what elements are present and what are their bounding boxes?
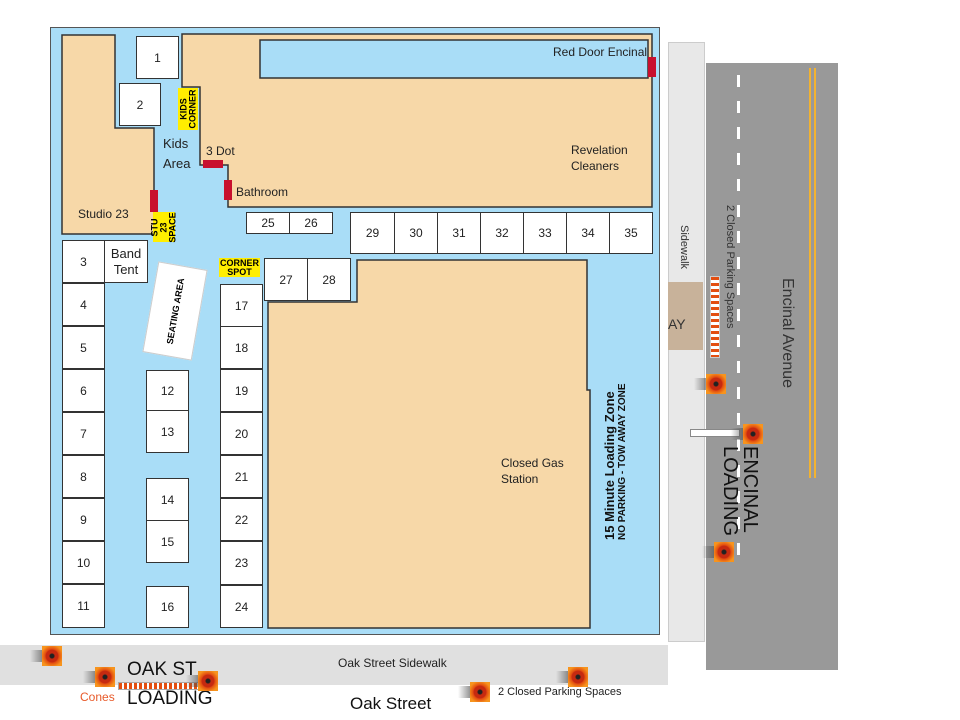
oak-sidewalk-label: Oak Street Sidewalk: [338, 656, 447, 670]
traffic-cone-icon: [30, 646, 62, 666]
vendor-space-17: 17: [220, 284, 263, 327]
vendor-space-6: 6: [62, 369, 105, 412]
door-marker: [648, 57, 656, 77]
vendor-space-11: 11: [62, 584, 105, 628]
kids-area-label: Kids Area: [163, 136, 191, 171]
door-marker: [150, 190, 158, 212]
vendor-space-29: 29: [350, 212, 395, 254]
vendor-space-9: 9: [62, 498, 105, 541]
stu23-space-label: STU 23 SPACE: [149, 211, 178, 243]
cones-label: Cones: [80, 690, 115, 704]
traffic-cone-icon: [458, 682, 490, 702]
bathroom-label: Bathroom: [236, 185, 289, 199]
encinal-avenue: [706, 63, 838, 670]
traffic-cone-icon: [83, 667, 115, 687]
vendor-space-3: 3: [62, 240, 105, 283]
traffic-cone-icon: [186, 671, 218, 691]
vendor-space-1: 1: [136, 36, 179, 79]
corner-spot-label: CORNER SPOT: [219, 257, 260, 277]
loading-zone-title: 15 Minute Loading Zone: [602, 391, 617, 540]
oak-closed-spaces-label: 2 Closed Parking Spaces: [498, 686, 622, 698]
vendor-space-22: 22: [220, 498, 263, 541]
door-marker: [203, 160, 223, 168]
kids-corner-label: KIDS CORNER: [178, 88, 198, 130]
red-door-encinal-area: [259, 39, 649, 79]
lane-divider: [737, 75, 740, 555]
revelation-cleaners-label: Revelation Cleaners: [571, 143, 628, 173]
vendor-space-8: 8: [62, 455, 105, 498]
vendor-space-27: 27: [264, 258, 308, 301]
loading-zone-subtitle: NO PARKING - TOW AWAY ZONE: [617, 383, 628, 541]
vendor-space-15: 15: [146, 520, 189, 563]
barrier: [710, 276, 720, 358]
traffic-cone-icon: [694, 374, 726, 394]
vendor-space-24: 24: [220, 585, 263, 628]
vendor-space-19: 19: [220, 369, 263, 412]
vendor-space-5: 5: [62, 326, 105, 369]
vendor-space-28: 28: [307, 258, 351, 301]
vendor-space-2: 2: [119, 83, 161, 126]
vendor-space-31: 31: [437, 212, 481, 254]
double-yellow-line: [809, 68, 816, 478]
vendor-space-34: 34: [566, 212, 610, 254]
vendor-space-20: 20: [220, 412, 263, 455]
vendor-space-16: 16: [146, 586, 189, 628]
traffic-cone-icon: [702, 542, 734, 562]
band-tent: Band Tent: [104, 240, 148, 283]
driveway: AY: [668, 282, 703, 350]
driveway-label: AY: [668, 316, 686, 332]
vendor-space-13: 13: [146, 410, 189, 453]
vendor-space-32: 32: [480, 212, 524, 254]
door-marker: [224, 180, 232, 200]
vendor-space-18: 18: [220, 326, 263, 369]
gas-station-label: Closed Gas Station: [501, 456, 564, 486]
traffic-cone-icon: [731, 424, 763, 444]
vendor-space-30: 30: [394, 212, 438, 254]
traffic-cone-icon: [556, 667, 588, 687]
vendor-space-4: 4: [62, 283, 105, 326]
studio-23-label: Studio 23: [78, 207, 129, 221]
vendor-space-10: 10: [62, 541, 105, 584]
red-door-encinal-label: Red Door Encinal: [553, 45, 648, 59]
vendor-space-14: 14: [146, 478, 189, 521]
three-dot-label: 3 Dot: [206, 144, 235, 158]
oak-street-label: Oak Street: [350, 694, 432, 713]
vendor-space-21: 21: [220, 455, 263, 498]
vendor-space-25: 25: [246, 212, 290, 234]
vendor-space-33: 33: [523, 212, 567, 254]
vendor-space-35: 35: [609, 212, 653, 254]
gas-station-building: [267, 259, 591, 629]
vendor-space-12: 12: [146, 370, 189, 411]
oak-st-loading-label: OAK ST: [127, 659, 197, 680]
oak-st-loading-label-2: LOADING: [127, 688, 213, 709]
loading-zone-label: 15 Minute Loading Zone NO PARKING - TOW …: [602, 383, 629, 541]
vendor-space-7: 7: [62, 412, 105, 455]
vendor-space-26: 26: [289, 212, 333, 234]
vendor-space-23: 23: [220, 541, 263, 585]
studio-23-building: [61, 34, 155, 235]
